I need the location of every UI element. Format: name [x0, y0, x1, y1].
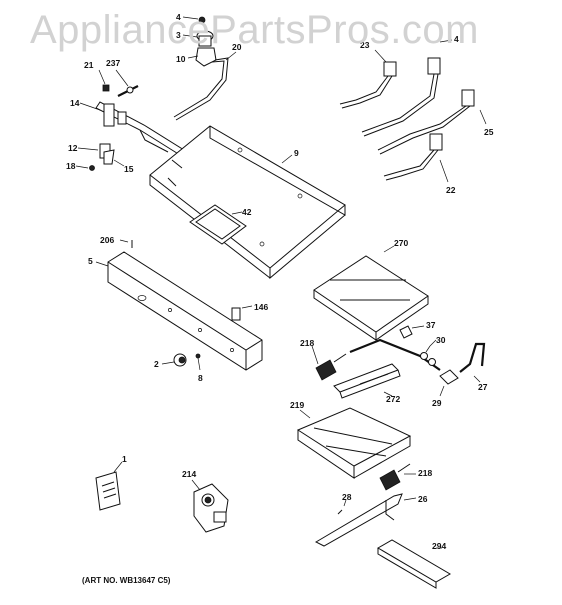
callout-294: 294	[432, 541, 446, 551]
part-214-valve-assembly: 214	[182, 469, 229, 533]
callout-237: 237	[106, 58, 120, 68]
callout-4b: 4	[454, 34, 459, 44]
part-218-igniter: 218	[300, 338, 347, 381]
art-number: (ART NO. WB13647 C5)	[82, 576, 171, 585]
part-14-manifold: 14	[70, 98, 185, 156]
part-4-burner-valve: 4	[361, 34, 459, 137]
part-30-orifice-tube: 30	[349, 335, 446, 371]
callout-20: 20	[232, 42, 242, 52]
callout-10: 10	[176, 54, 186, 64]
part-237-fitting: 237	[106, 58, 139, 97]
callout-15: 15	[124, 164, 134, 174]
part-2-knob: 2	[154, 353, 187, 369]
callout-14: 14	[70, 98, 80, 108]
part-28-screw: 28	[337, 492, 352, 515]
part-29-fitting: 29	[432, 369, 459, 408]
part-23-burner-valve: 23	[339, 40, 397, 109]
callout-270: 270	[394, 238, 408, 248]
callout-27: 27	[478, 382, 488, 392]
part-15-clip: 15	[103, 149, 134, 174]
callout-42: 42	[242, 207, 252, 217]
callout-28: 28	[342, 492, 352, 502]
callout-3: 3	[176, 30, 181, 40]
callout-218b: 218	[418, 468, 432, 478]
callout-12: 12	[68, 143, 78, 153]
callout-30: 30	[436, 335, 446, 345]
part-27-tube: 27	[459, 342, 488, 392]
callout-9: 9	[294, 148, 299, 158]
part-20-tube: 20	[173, 42, 242, 121]
callout-2: 2	[154, 359, 159, 369]
callout-4: 4	[176, 12, 181, 22]
part-10-valve: 10	[176, 47, 217, 67]
callout-23: 23	[360, 40, 370, 50]
callout-146: 146	[254, 302, 268, 312]
part-272-channel: 272	[333, 363, 401, 404]
callout-26: 26	[418, 494, 428, 504]
callout-5: 5	[88, 256, 93, 266]
callout-219: 219	[290, 400, 304, 410]
callout-37: 37	[426, 320, 436, 330]
callout-1: 1	[122, 454, 127, 464]
part-218-igniter-lower: 218	[379, 463, 432, 491]
part-270-drip-pan: 270	[313, 238, 429, 341]
part-219-bottom-plate: 219	[290, 400, 412, 479]
part-206-screw: 206	[100, 235, 133, 248]
watermark: AppliancePartsPros.com	[30, 8, 479, 52]
callout-218a: 218	[300, 338, 314, 348]
part-22-burner-valve: 22	[383, 133, 456, 195]
callout-272: 272	[386, 394, 400, 404]
callout-29: 29	[432, 398, 442, 408]
part-21-fitting: 21	[84, 60, 110, 92]
part-4-nut: 4	[176, 12, 206, 24]
part-146-clip: 146	[231, 302, 268, 321]
callout-22: 22	[446, 185, 456, 195]
part-294-shield: 294	[377, 539, 451, 589]
callout-25: 25	[484, 127, 494, 137]
part-18-screw: 18	[66, 161, 95, 171]
part-37-clip: 37	[399, 320, 436, 339]
part-25-burner-valve: 25	[377, 89, 494, 155]
callout-8: 8	[198, 373, 203, 383]
part-1-literature: 1	[95, 454, 127, 511]
callout-21: 21	[84, 60, 94, 70]
part-5-front-panel: 5	[88, 251, 263, 371]
callout-206: 206	[100, 235, 114, 245]
part-3-knob-valve: 3	[176, 30, 214, 47]
part-8-screw: 8	[195, 353, 203, 383]
part-26-burner-tube: 26	[314, 493, 428, 547]
callout-214: 214	[182, 469, 196, 479]
callout-18: 18	[66, 161, 76, 171]
part-42-vent: 42	[189, 204, 252, 245]
